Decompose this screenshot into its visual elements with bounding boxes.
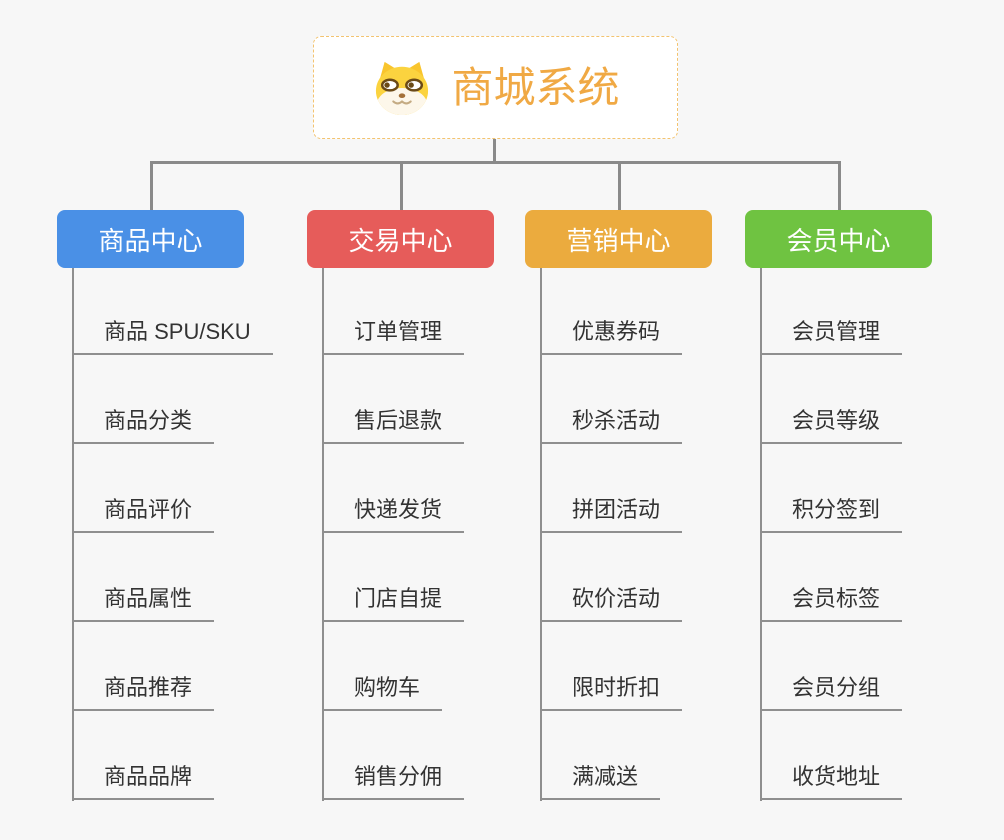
branch-item[interactable]: 满减送 xyxy=(540,762,661,800)
branch-item[interactable]: 售后退款 xyxy=(322,406,465,444)
branch-item[interactable]: 限时折扣 xyxy=(540,673,683,711)
shiba-dog-icon xyxy=(376,61,429,115)
branch-item[interactable]: 购物车 xyxy=(322,673,443,711)
branch-item[interactable]: 秒杀活动 xyxy=(540,406,683,444)
branch-trunk-line xyxy=(322,268,324,801)
branch-item[interactable]: 快递发货 xyxy=(322,495,465,533)
connector-bus-line xyxy=(149,161,840,164)
branch-item[interactable]: 砍价活动 xyxy=(540,584,683,622)
root-node[interactable]: 商城系统 xyxy=(313,36,678,139)
branch-item[interactable]: 门店自提 xyxy=(322,584,465,622)
root-stub-line xyxy=(493,139,496,164)
branch-trunk-line xyxy=(540,268,542,801)
connector-drop-line xyxy=(149,161,153,210)
branch-item[interactable]: 商品 SPU/SKU xyxy=(72,317,273,355)
branch-item[interactable]: 拼团活动 xyxy=(540,495,683,533)
branch-item[interactable]: 商品属性 xyxy=(72,584,215,622)
branch-item[interactable]: 商品推荐 xyxy=(72,673,215,711)
branch-header[interactable]: 会员中心 xyxy=(745,210,932,268)
branch-item[interactable]: 商品品牌 xyxy=(72,762,215,800)
branch-header[interactable]: 交易中心 xyxy=(307,210,494,268)
connector-drop-line xyxy=(617,161,621,210)
branch-item[interactable]: 会员管理 xyxy=(760,317,903,355)
branch-item[interactable]: 会员分组 xyxy=(760,673,903,711)
branch-item[interactable]: 会员等级 xyxy=(760,406,903,444)
branch-trunk-line xyxy=(760,268,762,801)
branch-item[interactable]: 积分签到 xyxy=(760,495,903,533)
branch-item[interactable]: 商品评价 xyxy=(72,495,215,533)
branch-item[interactable]: 商品分类 xyxy=(72,406,215,444)
branch-item[interactable]: 优惠券码 xyxy=(540,317,683,355)
branch-item[interactable]: 订单管理 xyxy=(322,317,465,355)
branch-item[interactable]: 销售分佣 xyxy=(322,762,465,800)
branch-trunk-line xyxy=(72,268,74,801)
root-title: 商城系统 xyxy=(451,63,620,111)
branch-item[interactable]: 会员标签 xyxy=(760,584,903,622)
branch-item[interactable]: 收货地址 xyxy=(760,762,903,800)
branch-header[interactable]: 商品中心 xyxy=(57,210,244,268)
connector-drop-line xyxy=(399,161,403,210)
branch-header[interactable]: 营销中心 xyxy=(525,210,712,268)
connector-drop-line xyxy=(837,161,841,210)
